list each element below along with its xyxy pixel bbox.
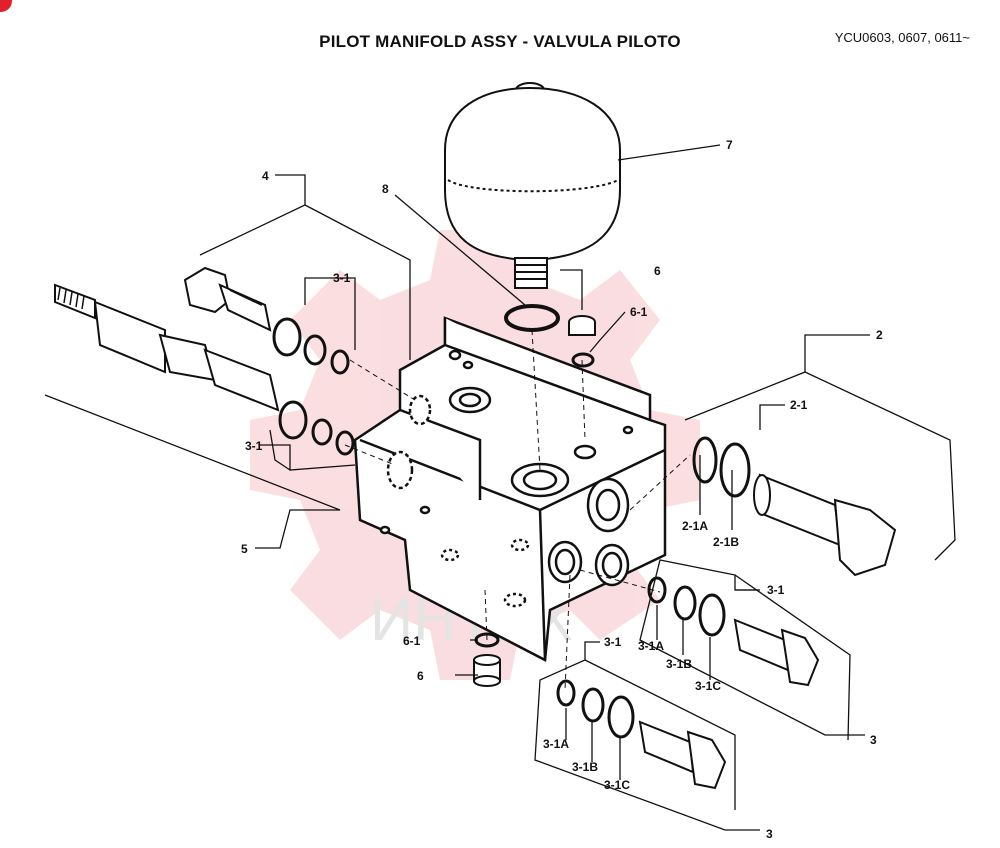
label-4: 4 <box>262 169 269 183</box>
label-3-1-right: 3-1 <box>767 583 785 597</box>
label-3-bottom: 3 <box>766 827 773 841</box>
part-labels: 7 8 4 3-1 6 6-1 2 2-1 3-1 5 2-1A 2-1B 3-… <box>241 138 883 841</box>
solenoid-valve-5 <box>54 283 280 412</box>
model-codes: YCU0603, 0607, 0611~ <box>834 30 970 45</box>
label-6-1-bottom: 6-1 <box>403 634 421 648</box>
o-rings-left <box>272 317 355 456</box>
label-3-1b-right: 3-1B <box>666 657 692 671</box>
label-2: 2 <box>876 328 883 342</box>
label-3-1b-bottom: 3-1B <box>572 760 598 774</box>
leader-lines <box>44 144 956 831</box>
label-3-1c-bottom: 3-1C <box>604 778 630 792</box>
plug-6-top <box>568 315 596 368</box>
label-8: 8 <box>382 182 389 196</box>
cartridge-3-lower <box>556 679 727 790</box>
relief-cartridge-4 <box>183 266 272 332</box>
axis-lines <box>344 329 691 691</box>
label-2-1b: 2-1B <box>713 535 739 549</box>
cartridge-3-upper <box>647 576 820 687</box>
label-3-right: 3 <box>870 733 877 747</box>
label-2-1a: 2-1A <box>682 519 708 533</box>
manifold-block <box>353 316 667 662</box>
label-3-1a-bottom: 3-1A <box>543 737 569 751</box>
label-3-1-left: 3-1 <box>245 439 263 453</box>
label-3-1a-right: 3-1A <box>638 639 664 653</box>
page-title: PILOT MANIFOLD ASSY - VALVULA PILOTO <box>319 32 681 51</box>
plug-6-bottom <box>473 632 501 687</box>
accumulator-part <box>444 82 621 289</box>
label-3-1-upper-left: 3-1 <box>333 271 351 285</box>
label-7: 7 <box>726 138 733 152</box>
relief-valve-2 <box>692 436 897 577</box>
label-3-1c-right: 3-1C <box>695 679 721 693</box>
label-2-1: 2-1 <box>790 398 808 412</box>
label-6-bottom: 6 <box>417 669 424 683</box>
label-6-1-top: 6-1 <box>630 305 648 319</box>
label-5: 5 <box>241 542 248 556</box>
label-6-top: 6 <box>654 264 661 278</box>
label-3-1-bottom: 3-1 <box>604 635 622 649</box>
